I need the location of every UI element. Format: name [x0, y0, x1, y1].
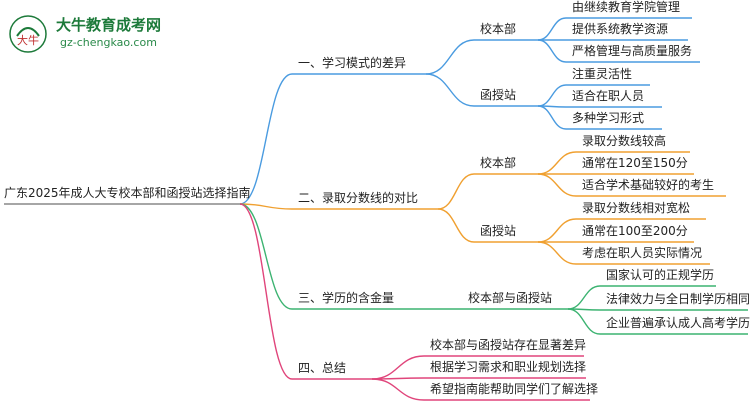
logo-title: 大牛教育成考网	[56, 16, 162, 34]
edge-sub-leaf-2-1-1	[537, 151, 577, 175]
leaf-node[interactable]: 法律效力与全日制学历相同	[606, 292, 750, 306]
edge-branch-leaf-4-1	[371, 355, 425, 380]
edge-root-branch-4	[239, 203, 293, 380]
branch-node-2[interactable]: 二、录取分数线的对比	[298, 191, 419, 205]
leaf-node[interactable]: 录取分数线较高	[582, 134, 667, 148]
leaf-node[interactable]: 录取分数线相对宽松	[582, 201, 691, 215]
leaf-node[interactable]: 考虑在职人员实际情况	[582, 246, 703, 260]
edge-sub-leaf-1-2-3	[537, 105, 567, 130]
mindmap-edges	[239, 17, 601, 401]
edge-branch-leaf-4-3	[371, 378, 425, 401]
sub-node-2-1[interactable]: 校本部	[480, 156, 517, 170]
sub-node-3-1[interactable]: 校本部与函授站	[468, 291, 553, 305]
leaf-node[interactable]: 注重灵活性	[572, 67, 633, 81]
edge-root-branch-3	[239, 203, 293, 310]
edge-sub-leaf-2-2-3	[537, 241, 577, 265]
leaf-node[interactable]: 通常在120至150分	[582, 156, 688, 170]
edge-root-branch-2	[239, 203, 293, 210]
leaf-node[interactable]: 严格管理与高质量服务	[572, 44, 693, 58]
leaf-node[interactable]: 适合学术基础较好的考生	[582, 178, 715, 192]
leaf-node[interactable]: 希望指南能帮助同学们了解选择	[430, 382, 599, 396]
leaf-node[interactable]: 企业普遍承认成人高考学历	[606, 316, 750, 330]
branch-node-1[interactable]: 一、学习模式的差异	[298, 56, 407, 70]
edge-branch-sub-1-1	[425, 39, 475, 75]
edge-branch-sub-2-1	[437, 173, 475, 210]
edge-sub-leaf-1-1-3	[537, 39, 567, 63]
edge-sub-leaf-2-2-1	[537, 218, 577, 243]
leaf-node[interactable]: 适合在职人员	[572, 89, 645, 103]
logo-url: gz-chengkao.com	[60, 36, 157, 49]
edge-branch-sub-2-2	[437, 208, 475, 243]
edge-sub-leaf-3-1-1	[567, 285, 601, 310]
site-logo[interactable]: 大牛 大牛教育成考网 gz-chengkao.com	[8, 8, 168, 58]
leaf-node[interactable]: 根据学习需求和职业规划选择	[430, 360, 587, 374]
leaf-node[interactable]: 提供系统教学资源	[572, 22, 669, 36]
logo-mark-icon: 大牛	[9, 15, 47, 53]
edge-branch-sub-1-2	[425, 73, 475, 107]
edge-sub-leaf-1-1-1	[537, 17, 567, 41]
leaf-node[interactable]: 多种学习形式	[572, 111, 645, 125]
svg-text:大牛: 大牛	[17, 33, 39, 47]
leaf-node[interactable]: 国家认可的正规学历	[606, 268, 715, 282]
leaf-node[interactable]: 校本部与函授站存在显著差异	[430, 338, 587, 352]
branch-node-3[interactable]: 三、学历的含金量	[298, 291, 395, 305]
edge-root-branch-1	[239, 73, 293, 205]
leaf-node[interactable]: 由继续教育学院管理	[572, 0, 681, 14]
sub-node-2-2[interactable]: 函授站	[480, 224, 517, 238]
edge-sub-leaf-3-1-3	[567, 308, 601, 335]
edge-sub-leaf-2-1-3	[537, 173, 577, 197]
mindmap-underlines	[4, 17, 748, 401]
edge-sub-leaf-1-2-1	[537, 84, 567, 107]
leaf-node[interactable]: 通常在100至200分	[582, 224, 688, 238]
sub-node-1-1[interactable]: 校本部	[480, 22, 517, 36]
root-node[interactable]: 广东2025年成人大专校本部和函授站选择指南	[4, 186, 251, 200]
sub-node-1-2[interactable]: 函授站	[480, 88, 517, 102]
branch-node-4[interactable]: 四、总结	[298, 361, 347, 375]
